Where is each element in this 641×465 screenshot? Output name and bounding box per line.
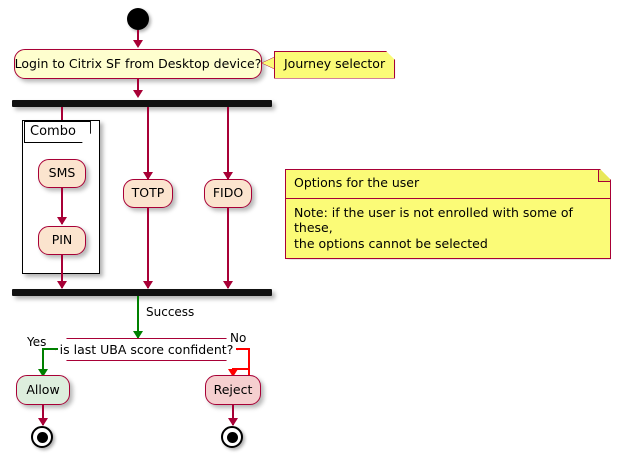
arrowhead-sms-to-pin: [57, 217, 67, 225]
flow-reject-to-end: [232, 405, 234, 425]
arrowhead-reject-to-end: [228, 418, 238, 426]
end-node-allow: [31, 426, 53, 448]
arrowhead-question-to-fork: [133, 90, 143, 98]
activity-pin[interactable]: PIN: [38, 226, 86, 255]
flow-fido-to-join: [227, 208, 229, 288]
note-journey-selector-label: Journey selector: [284, 56, 386, 71]
group-combo-tab: Combo: [24, 121, 91, 143]
flow-question-to-fork: [137, 79, 139, 96]
legend-title: Options for the user: [286, 170, 610, 199]
arrowhead-allow-to-end: [38, 418, 48, 426]
group-combo-label: Combo: [30, 124, 76, 139]
legend-options-for-user: Options for the user Note: if the user i…: [285, 169, 611, 259]
activity-sms[interactable]: SMS: [38, 159, 86, 188]
activity-login-question-label: Login to Citrix SF from Desktop device?: [14, 55, 262, 71]
journey-selector-pointer: [262, 57, 275, 69]
flow-totp-to-join: [147, 208, 149, 288]
activity-fido[interactable]: FIDO: [204, 179, 252, 208]
arrowhead-start-to-question: [133, 40, 143, 48]
legend-body-line-2: the options cannot be selected: [294, 235, 488, 251]
decision-uba-score-label: is last UBA score confident?: [59, 342, 234, 357]
edge-label-yes: Yes: [27, 335, 47, 349]
activity-allow-label: Allow: [26, 381, 60, 397]
flow-decision-no-join: [232, 368, 250, 370]
flow-fork-to-totp: [147, 107, 149, 179]
edge-label-success: Success: [146, 305, 195, 319]
flow-decision-yes-vertical: [42, 348, 44, 376]
join-bar: [12, 289, 272, 296]
arrowhead-fido-to-join: [223, 281, 233, 289]
flow-allow-to-end: [42, 405, 44, 425]
edge-label-no: No: [230, 331, 247, 345]
note-journey-selector: Journey selector: [274, 51, 395, 79]
activity-allow[interactable]: Allow: [16, 375, 70, 405]
flow-join-to-decision: [137, 296, 139, 338]
flow-fork-to-fido: [227, 107, 229, 179]
arrowhead-decision-to-allow: [38, 369, 48, 377]
start-node: [127, 8, 149, 30]
decision-uba-score[interactable]: is last UBA score confident?: [55, 338, 238, 361]
activity-totp-label: TOTP: [131, 185, 165, 201]
flow-decision-yes-horizontal: [42, 348, 58, 350]
flow-decision-no-horizontal: [236, 348, 250, 350]
activity-reject-label: Reject: [213, 381, 253, 397]
end-node-reject: [221, 426, 243, 448]
fork-bar: [12, 100, 272, 107]
arrowhead-totp-to-join: [143, 281, 153, 289]
arrowhead-fork-to-totp: [143, 172, 153, 180]
arrowhead-fork-to-fido: [223, 172, 233, 180]
flow-decision-no-vertical: [248, 348, 250, 376]
flow-sms-to-pin: [61, 188, 63, 224]
arrowhead-decision-to-reject: [228, 369, 238, 377]
activity-totp[interactable]: TOTP: [123, 179, 173, 208]
arrowhead-join-to-decision: [133, 331, 143, 339]
legend-fold-corner: [598, 170, 610, 182]
legend-body-line-1: Note: if the user is not enrolled with s…: [294, 204, 573, 236]
activity-reject[interactable]: Reject: [205, 375, 261, 405]
flow-pin-to-join: [61, 255, 63, 288]
activity-fido-label: FIDO: [212, 185, 244, 201]
flow-start-to-question: [137, 30, 139, 46]
arrowhead-pin-to-join: [57, 281, 67, 289]
activity-pin-label: PIN: [51, 232, 73, 248]
activity-sms-label: SMS: [48, 165, 76, 181]
legend-body: Note: if the user is not enrolled with s…: [286, 199, 610, 259]
activity-login-question[interactable]: Login to Citrix SF from Desktop device?: [14, 49, 262, 79]
